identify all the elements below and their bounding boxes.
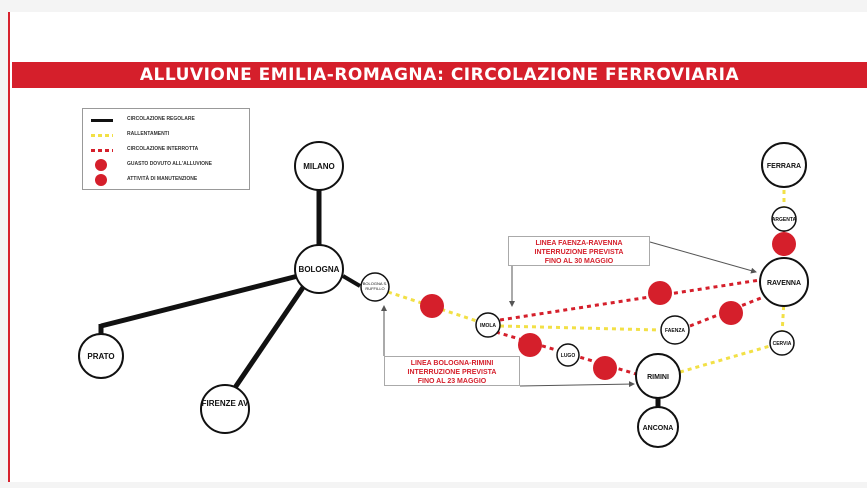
line-cervia-ravenna [780, 299, 786, 335]
incident-marker [719, 301, 743, 325]
note-line: INTERRUZIONE PREVISTA [407, 369, 497, 376]
station-lugo: LUGO [556, 343, 580, 367]
infographic-frame [8, 12, 867, 482]
legend-label: CIRCOLAZIONE INTERROTTA [127, 146, 199, 152]
legend-label: CIRCOLAZIONE REGOLARE [127, 116, 195, 122]
legend-item-slowdowns: RALLENTAMENTI [83, 128, 249, 142]
station-prato: PRATO [78, 333, 124, 379]
incident-marker [648, 281, 672, 305]
incident-marker [518, 333, 542, 357]
station-label: RAVENNA [767, 280, 801, 287]
note-arrow [649, 241, 757, 274]
legend-label: ATTIVITÀ DI MANUTENZIONE [127, 176, 198, 182]
legend: CIRCOLAZIONE REGOLARE RALLENTAMENTI CIRC… [82, 108, 250, 190]
station-label: ANCONA [643, 425, 674, 432]
station-label: BOLOGNA S. RUFFILLO [362, 281, 388, 291]
line-bologna-firenze [227, 284, 307, 397]
note-line: INTERRUZIONE PREVISTA [534, 249, 624, 256]
note-bologna-rimini: LINEA BOLOGNA-RIMINI INTERRUZIONE PREVIS… [384, 356, 520, 386]
station-ancona: ANCONA [637, 406, 679, 448]
legend-item-interrupted: CIRCOLAZIONE INTERROTTA [83, 143, 249, 157]
red-circle-icon [95, 159, 107, 171]
incident-marker [593, 356, 617, 380]
station-label: IMOLA [480, 323, 496, 329]
legend-label: RALLENTAMENTI [127, 131, 170, 137]
station-firenze: FIRENZE AV [200, 384, 250, 434]
incident-marker [772, 232, 796, 256]
line-rimini-cervia [679, 344, 771, 374]
station-rimini: RIMINI [635, 353, 681, 399]
red-circle-icon [95, 174, 107, 186]
solid-line-icon [91, 119, 113, 122]
line-imola-faenza-yellow [499, 324, 661, 332]
station-label: CERVIA [773, 341, 792, 347]
station-label: FERRARA [767, 163, 801, 170]
line-bologna-sruffillo [341, 274, 362, 288]
legend-item-regular: CIRCOLAZIONE REGOLARE [83, 113, 249, 127]
legend-item-maintenance: ATTIVITÀ DI MANUTENZIONE [83, 173, 249, 187]
note-line: LINEA BOLOGNA-RIMINI [410, 360, 494, 367]
station-argenta: ARGENTA [771, 206, 797, 232]
station-ferrara: FERRARA [761, 142, 807, 188]
station-label: PRATO [87, 352, 114, 361]
station-label: FIRENZE AV [201, 399, 249, 408]
station-label: RIMINI [647, 374, 669, 381]
station-label: MILANO [303, 162, 335, 171]
station-faenza: FAENZA [660, 315, 690, 345]
line-bologna-prato [100, 273, 299, 329]
station-bologna: BOLOGNA [294, 244, 344, 294]
incident-marker [420, 294, 444, 318]
note-line: FINO AL 23 MAGGIO [417, 378, 487, 385]
note-faenza-ravenna: LINEA FAENZA-RAVENNA INTERRUZIONE PREVIS… [508, 236, 650, 266]
dotted-red-line-icon [91, 149, 113, 152]
station-bologna-sruffillo: BOLOGNA S. RUFFILLO [360, 272, 390, 302]
legend-label: GUASTO DOVUTO ALL'ALLUVIONE [127, 161, 212, 167]
dotted-yellow-line-icon [91, 134, 113, 137]
station-ravenna: RAVENNA [759, 257, 809, 307]
note-line: LINEA FAENZA-RAVENNA [535, 240, 623, 247]
station-label: ARGENTA [772, 217, 797, 223]
line-imola-ravenna [499, 278, 761, 322]
station-label: FAENZA [665, 328, 685, 334]
station-label: LUGO [561, 353, 576, 359]
station-milano: MILANO [294, 141, 344, 191]
title-banner: ALLUVIONE EMILIA-ROMAGNA: CIRCOLAZIONE F… [12, 62, 867, 88]
legend-item-flood-damage: GUASTO DOVUTO ALL'ALLUVIONE [83, 158, 249, 172]
note-arrow [519, 381, 635, 388]
station-cervia: CERVIA [769, 330, 795, 356]
note-line: FINO AL 30 MAGGIO [544, 258, 614, 265]
station-label: BOLOGNA [299, 265, 340, 274]
station-imola: IMOLA [475, 312, 501, 338]
